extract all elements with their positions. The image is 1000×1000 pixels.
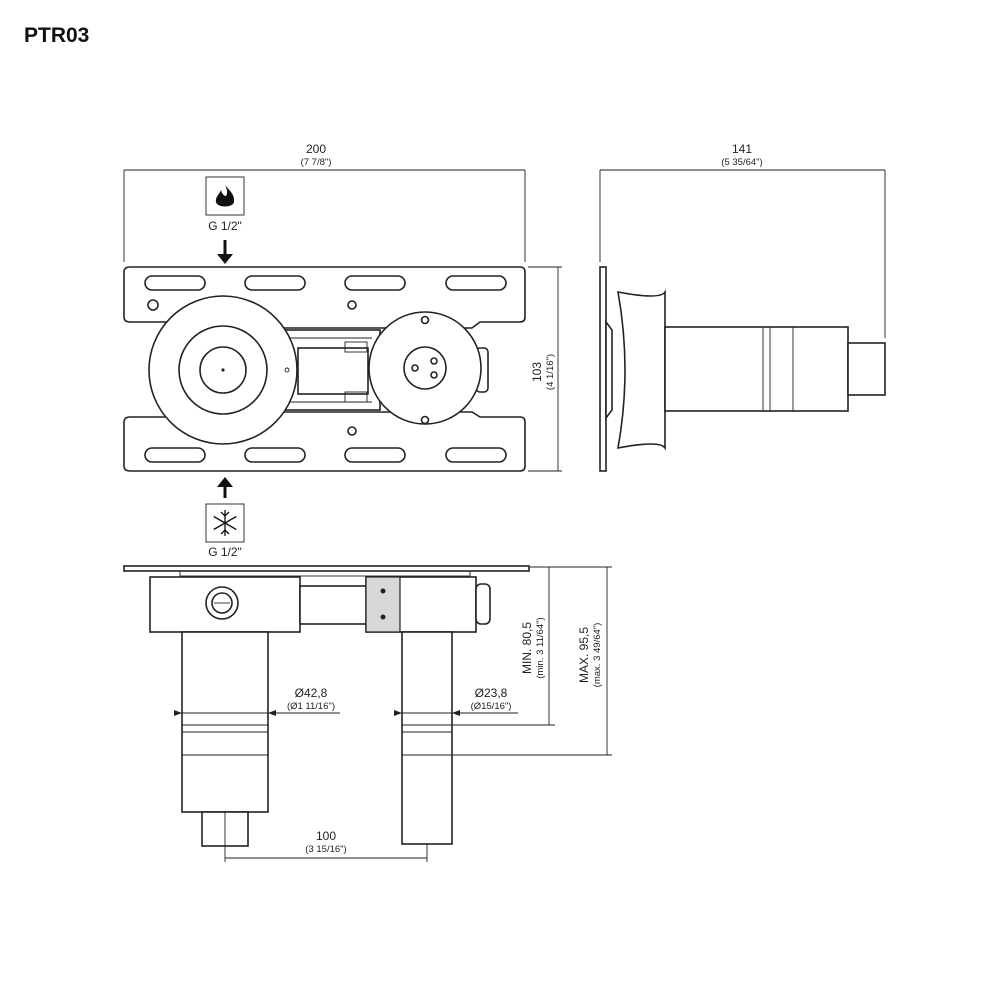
diameter-small-inch: (Ø15/16") bbox=[471, 701, 512, 712]
depth-value: 141 bbox=[732, 142, 752, 156]
arrow-down-icon bbox=[217, 254, 233, 264]
cold-inlet-marker: G 1/2" bbox=[205, 477, 245, 559]
diameter-large-value: Ø42,8 bbox=[295, 686, 328, 700]
mounting-plate bbox=[123, 266, 526, 329]
min-depth-value: MIN. 80,5 bbox=[520, 622, 534, 674]
spacing-inch: (3 15/16") bbox=[305, 844, 346, 855]
diverter-body bbox=[368, 311, 489, 425]
height-inch: (4 1/16") bbox=[545, 354, 556, 390]
diameter-small-dimension: Ø23,8 (Ø15/16") bbox=[394, 686, 518, 716]
mixer-body bbox=[148, 295, 298, 445]
diameter-small-value: Ø23,8 bbox=[475, 686, 508, 700]
small-pipe bbox=[401, 631, 453, 845]
hot-icon-frame bbox=[205, 176, 245, 216]
height-value: 103 bbox=[530, 362, 544, 382]
width-dimension: 200 (7 7/8") bbox=[123, 142, 526, 262]
large-pipe bbox=[181, 631, 269, 813]
snowflake-icon bbox=[213, 510, 237, 536]
mounting-slots bbox=[144, 275, 507, 463]
max-depth-inch: (max. 3 49/64") bbox=[592, 623, 603, 688]
hot-inlet-marker: G 1/2" bbox=[205, 176, 245, 264]
min-depth-inch: (min. 3 11/64") bbox=[535, 617, 546, 678]
width-inch: (7 7/8") bbox=[301, 157, 332, 168]
front-view: 200 (7 7/8") 103 (4 1/16") G 1/2" bbox=[123, 142, 562, 559]
hot-inlet-label: G 1/2" bbox=[208, 219, 242, 233]
depth-inch: (5 35/64") bbox=[721, 157, 762, 168]
side-view: 141 (5 35/64") bbox=[599, 142, 886, 472]
height-dimension: 103 (4 1/16") bbox=[528, 266, 562, 472]
arrow-up-icon bbox=[217, 477, 233, 487]
diameter-large-inch: (Ø1 11/16") bbox=[287, 701, 335, 712]
spacing-dimension: 100 (3 15/16") bbox=[224, 812, 428, 862]
cold-icon-frame bbox=[205, 503, 245, 543]
flame-icon bbox=[215, 185, 235, 207]
depth-dimension: 141 (5 35/64") bbox=[599, 142, 886, 338]
diameter-large-dimension: Ø42,8 (Ø1 11/16") bbox=[174, 686, 340, 716]
width-value: 200 bbox=[306, 142, 326, 156]
drawing-title: PTR03 bbox=[24, 24, 90, 47]
max-depth-dimension: MAX. 95,5 (max. 3 49/64") bbox=[452, 566, 612, 756]
cold-inlet-label: G 1/2" bbox=[208, 545, 242, 559]
max-depth-value: MAX. 95,5 bbox=[577, 627, 591, 683]
spacing-value: 100 bbox=[316, 829, 336, 843]
plan-view: Ø42,8 (Ø1 11/16") Ø23,8 (Ø15/16") 100 (3… bbox=[123, 565, 612, 862]
